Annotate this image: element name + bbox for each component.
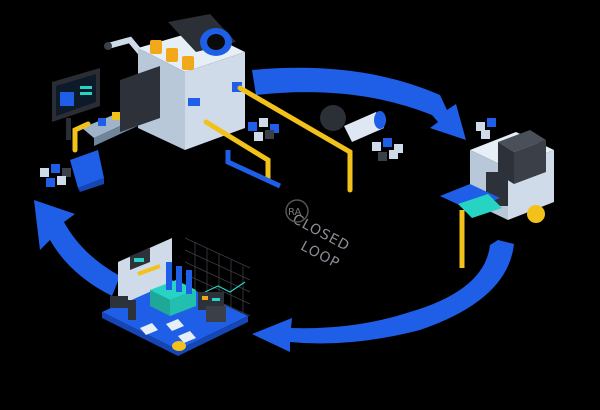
arrow-bottom-right [252,240,514,352]
floating-parts [320,105,403,161]
monitor [52,68,100,140]
block-pile-right [372,138,403,161]
ra-logo: RA [285,199,309,223]
manufacturing-station [40,14,353,193]
control-room [102,237,251,356]
arrow-left [34,200,120,296]
dark-sphere [320,105,346,131]
logo-ring [285,199,309,223]
floor [102,280,248,350]
server-station [440,118,554,268]
machine-panel [232,82,242,92]
white-tube [344,111,386,142]
block-pile-left [40,164,71,187]
yellow-pipes [72,85,353,193]
grid-wall [184,237,251,324]
chart-line [204,281,246,293]
loop-arrows [34,67,514,352]
orange-cups [150,40,194,70]
hopper-cylinder [168,14,236,56]
robot-arm [104,36,143,55]
blue-bin [70,150,104,192]
block-pile-center [248,118,279,141]
arrow-top-right [252,67,466,140]
blue-pipe [225,150,282,189]
machine-body [120,30,245,150]
machine-button [188,98,200,106]
logo-text: RA [288,207,302,218]
